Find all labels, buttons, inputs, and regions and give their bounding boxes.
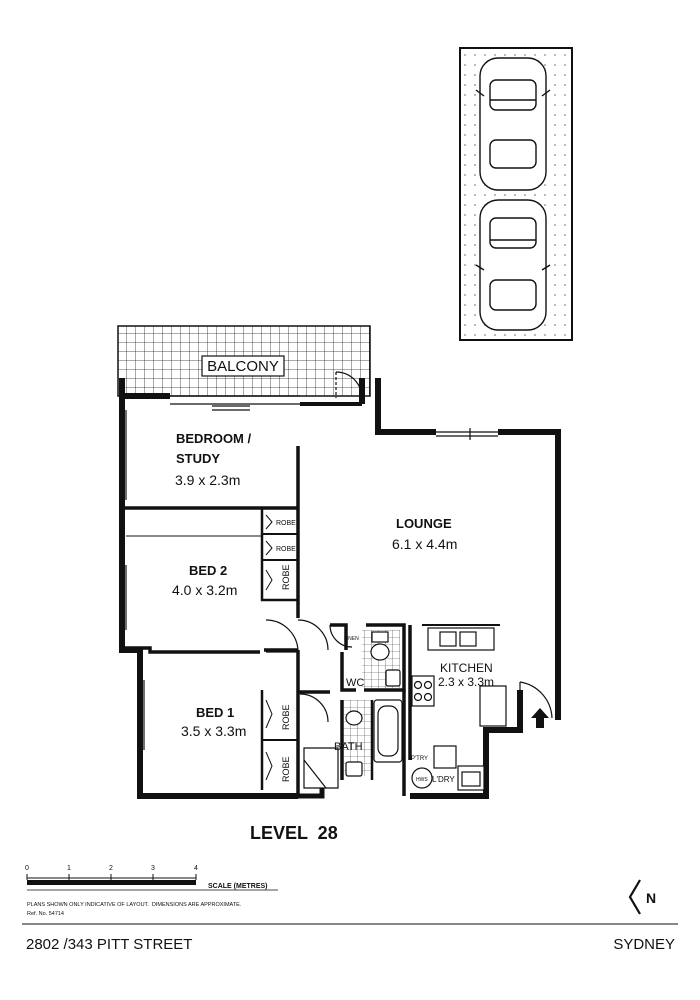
- address: 2802 /343 PITT STREET: [26, 936, 192, 953]
- robe-marks: [126, 514, 273, 781]
- walls: [119, 378, 561, 799]
- ref-number: Ref. No. 54714: [27, 911, 64, 917]
- kitchen-size: 2.3 x 3.3m: [438, 675, 494, 689]
- kitchen-fixtures: [411, 627, 507, 791]
- scale-tick-label: 1: [67, 865, 71, 872]
- robe-label: ROBE: [281, 564, 291, 590]
- car-icon: [475, 199, 551, 331]
- north-arrow-icon: [628, 879, 641, 915]
- level-label: LEVEL 28: [250, 823, 338, 843]
- car-icon: [475, 57, 551, 191]
- scale-tick-label: 0: [25, 865, 29, 872]
- scale-tick-label: 2: [109, 865, 113, 872]
- doors: [265, 371, 553, 723]
- bed2-name: BED 2: [189, 563, 227, 578]
- windows: [121, 395, 498, 750]
- lounge-name: LOUNGE: [396, 516, 452, 531]
- bath-label: BATH: [334, 741, 363, 753]
- scale-tick-label: 3: [151, 865, 155, 872]
- wc-label: WC: [346, 677, 364, 689]
- hws-label: HWS: [416, 777, 428, 783]
- lounge-size: 6.1 x 4.4m: [392, 536, 457, 552]
- bed1-size: 3.5 x 3.3m: [181, 723, 246, 739]
- balcony-label: BALCONY: [207, 358, 279, 375]
- city: SYDNEY: [613, 936, 675, 953]
- north-label: N: [646, 890, 656, 906]
- robe-label: ROBE: [276, 520, 296, 527]
- car-space: [459, 47, 573, 341]
- bed2-size: 4.0 x 3.2m: [172, 582, 237, 598]
- scale-label: SCALE (METRES): [208, 883, 268, 890]
- disclaimer: PLANS SHOWN ONLY INDICATIVE OF LAYOUT. D…: [27, 902, 242, 908]
- scale-tick-label: 4: [194, 865, 198, 872]
- bedroom-study-name-2: STUDY: [176, 451, 220, 466]
- kitchen-name: KITCHEN: [440, 661, 493, 675]
- bedroom-study-name-1: BEDROOM /: [176, 431, 252, 446]
- bed1-name: BED 1: [196, 705, 234, 720]
- bedroom-study-size: 3.9 x 2.3m: [175, 472, 240, 488]
- linen-label: LINEN: [344, 636, 359, 642]
- entry-arrow-icon: [531, 708, 549, 728]
- pantry-label: P'TRY: [411, 756, 428, 762]
- bathroom-fixtures: [303, 631, 433, 789]
- robe-label: ROBE: [281, 756, 291, 782]
- scale-bar: [26, 874, 278, 891]
- robe-label: ROBE: [276, 546, 296, 553]
- robe-label: ROBE: [281, 704, 291, 730]
- laundry-label: L'DRY: [432, 775, 455, 784]
